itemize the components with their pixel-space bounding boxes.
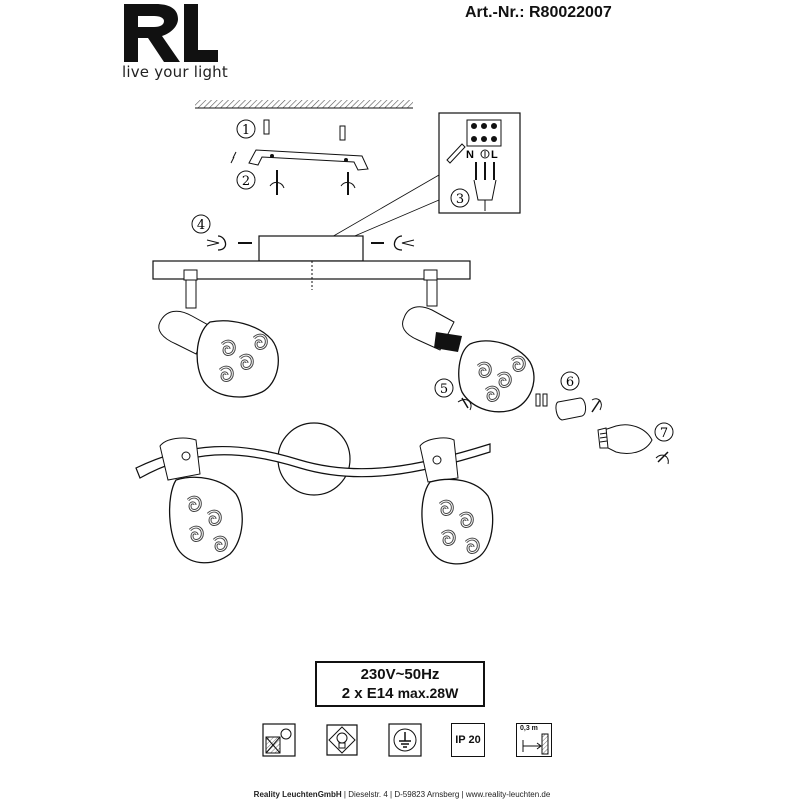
footer-address: Dieselstr. 4 bbox=[348, 790, 388, 799]
terminal-block bbox=[466, 119, 502, 147]
assembly-diagram: 1 2 N bbox=[135, 100, 674, 565]
step-6-socket-ring: 6 bbox=[555, 371, 602, 421]
bulb-type-icon bbox=[326, 724, 358, 756]
mounting-bracket bbox=[230, 149, 369, 171]
ip-rating-icon: IP 20 bbox=[451, 723, 485, 757]
step-7-label: 7 bbox=[660, 426, 668, 441]
step-2-screws: 2 bbox=[236, 170, 356, 195]
step-3-wiring-detail: N L 3 bbox=[329, 112, 521, 239]
min-distance-text: 0,3 m bbox=[520, 725, 538, 732]
right-spot-exploded bbox=[402, 269, 535, 413]
footer-company: Reality LeuchtenGmbH bbox=[253, 790, 342, 799]
voltage-spec: 230V~50Hz bbox=[360, 666, 440, 683]
step-3-label: 3 bbox=[456, 192, 464, 207]
live-label: L bbox=[491, 149, 498, 161]
step-4-label: 4 bbox=[197, 218, 205, 233]
step-7-bulb: 7 bbox=[597, 422, 674, 465]
bulb-count: 2 x E14 bbox=[341, 685, 398, 702]
footer: Reality LeuchtenGmbH | Dieselstr. 4 | D-… bbox=[253, 790, 551, 799]
ip-rating-text: IP 20 bbox=[455, 734, 481, 746]
step-1-dowels: 1 bbox=[236, 119, 346, 141]
tagline: live your light bbox=[122, 63, 228, 81]
protection-class-icon bbox=[388, 723, 422, 757]
left-spot-assembled bbox=[158, 269, 279, 398]
fixture-bar bbox=[152, 260, 471, 290]
step-5-label: 5 bbox=[440, 382, 448, 397]
assembled-fixture bbox=[135, 422, 494, 565]
step-5-glass-ring: 5 bbox=[434, 378, 548, 411]
step-2-label: 2 bbox=[242, 174, 250, 189]
ceiling bbox=[195, 100, 413, 109]
step-6-label: 6 bbox=[566, 375, 574, 390]
footer-city: D-59823 Arnsberg bbox=[394, 790, 460, 799]
rl-logo bbox=[124, 4, 218, 62]
electrical-specs: 230V~50Hz 2 x E14 max.28W bbox=[315, 661, 485, 707]
step-4-canopy: 4 bbox=[191, 214, 415, 262]
min-distance-icon: 0,3 m bbox=[516, 723, 552, 757]
step-1-label: 1 bbox=[242, 123, 250, 138]
bulb-power: max.28W bbox=[397, 685, 459, 701]
min-distance-arrow-icon bbox=[522, 733, 549, 755]
no-insulation-mounting-icon bbox=[262, 723, 296, 757]
neutral-label: N bbox=[466, 149, 474, 161]
bulb-spec: 2 x E14 max.28W bbox=[342, 684, 459, 703]
article-number: Art.-Nr.: R80022007 bbox=[465, 4, 612, 21]
footer-web: www.reality-leuchten.de bbox=[465, 790, 551, 799]
